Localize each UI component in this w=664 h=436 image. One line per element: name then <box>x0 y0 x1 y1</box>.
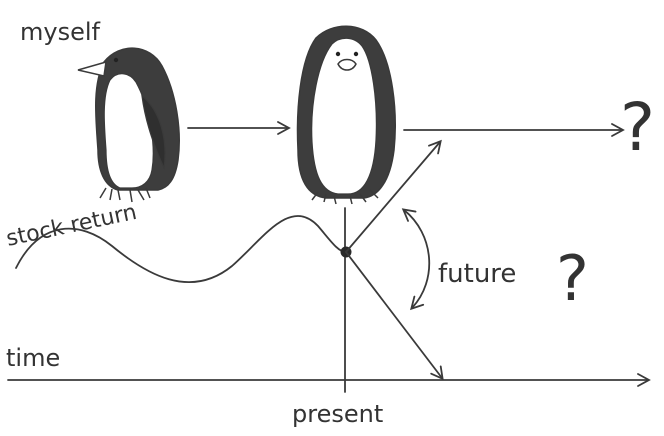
future-range-arc <box>401 208 431 311</box>
stock-return-curve <box>15 215 347 283</box>
time-label: time <box>6 344 60 372</box>
future-label: future <box>438 259 516 289</box>
stock-return-label: stock return <box>4 200 139 252</box>
question-mark-future: ? <box>556 242 589 315</box>
future-down-arrow <box>345 251 444 381</box>
penguin-side-icon <box>77 47 180 203</box>
myself-label: myself <box>20 18 101 46</box>
future-up-arrow <box>345 139 442 253</box>
question-mark-top: ? <box>620 89 655 166</box>
penguin-front-icon <box>296 25 396 205</box>
present-label: present <box>292 400 383 428</box>
